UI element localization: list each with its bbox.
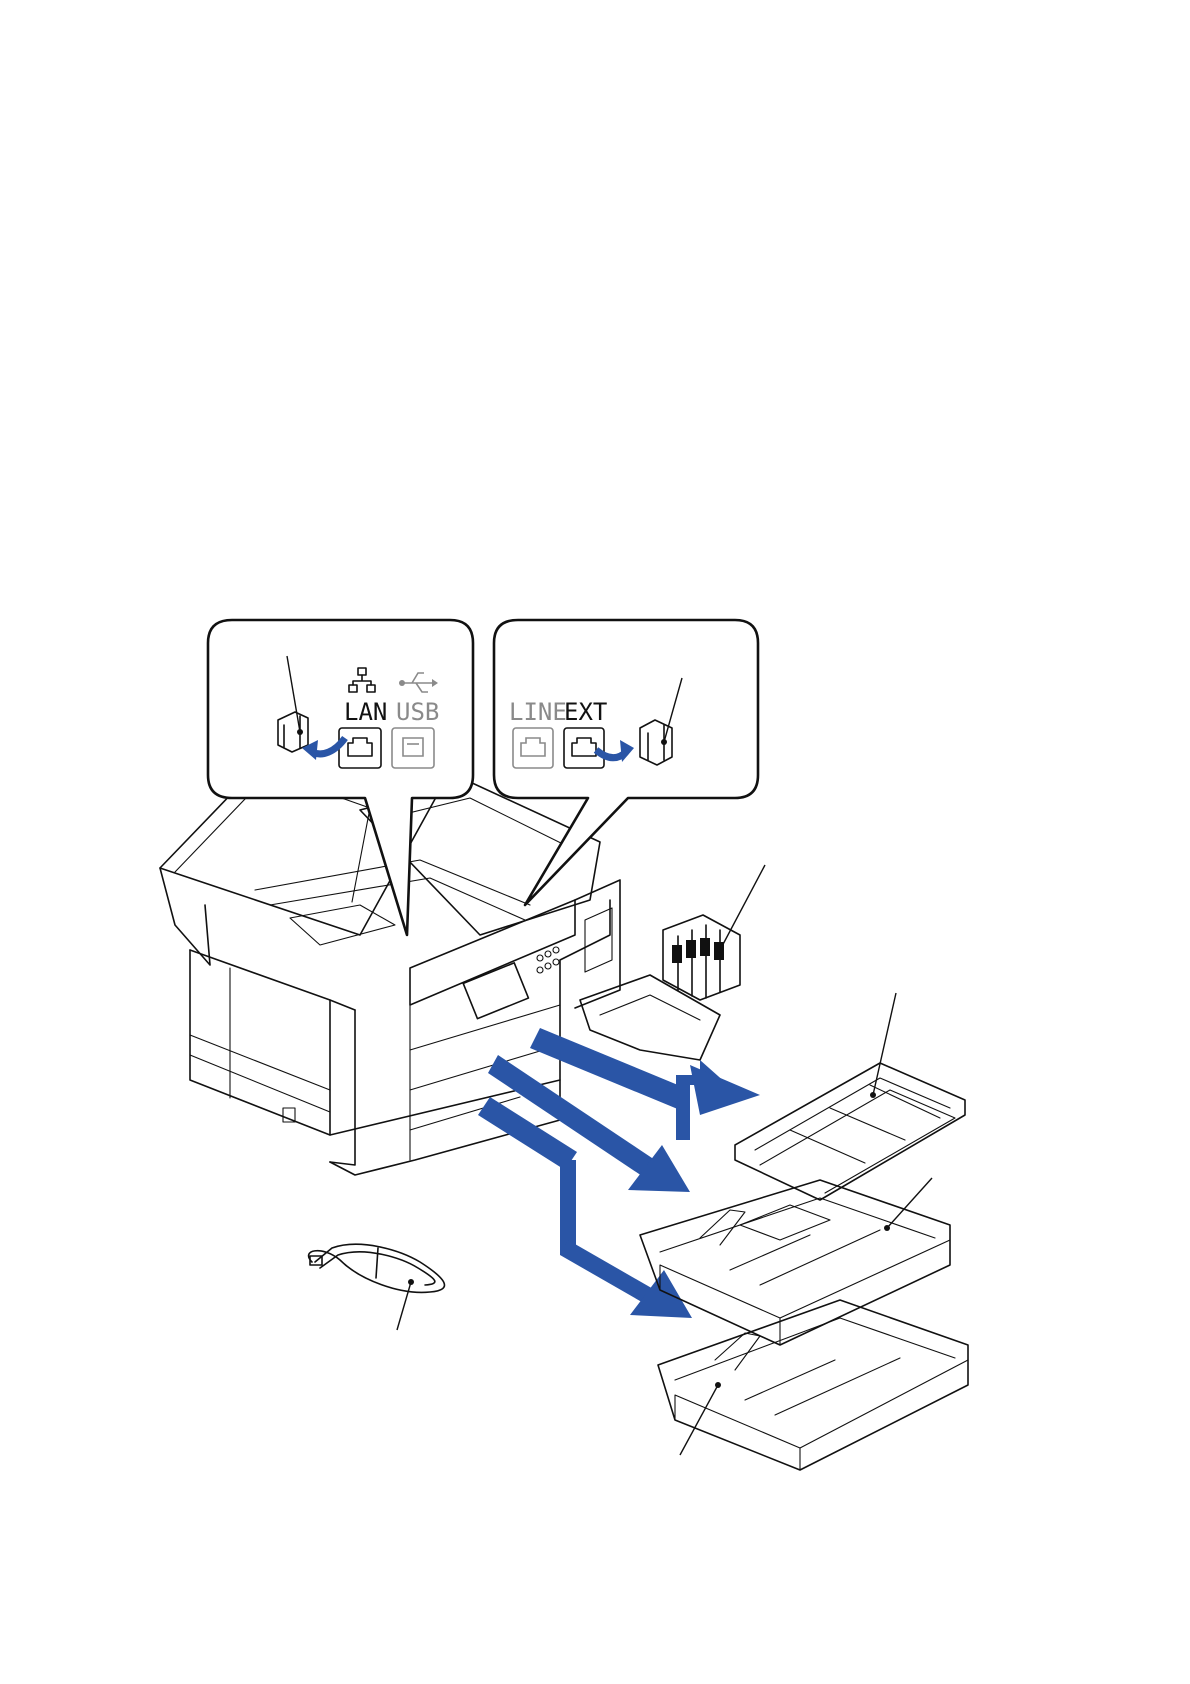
printer-body — [160, 735, 720, 1175]
paper-tray-1 — [640, 1178, 950, 1345]
removal-arrows — [478, 1028, 760, 1318]
paper-tray-2 — [658, 1300, 968, 1470]
callout-lan-usb: LAN USB — [208, 620, 473, 935]
line-port-label: LINE — [509, 698, 567, 726]
ink-cartridges — [663, 865, 765, 1000]
telephone-cord — [309, 1244, 445, 1330]
callout-line-ext: LINE EXT — [494, 620, 758, 905]
photo-tray — [735, 993, 965, 1200]
usb-port-label: USB — [396, 698, 439, 726]
ext-port-label: EXT — [564, 698, 607, 726]
arrow-head-top-tray — [690, 1065, 760, 1115]
lan-port-label: LAN — [344, 698, 387, 726]
